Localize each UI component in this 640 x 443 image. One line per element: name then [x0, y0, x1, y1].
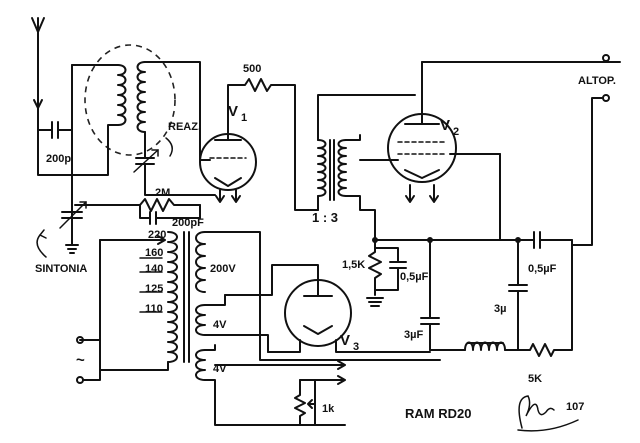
label-tap-125: 125: [145, 283, 163, 295]
label-v1-sub: 1: [241, 112, 247, 124]
filter-capacitor-3uf-right: [508, 239, 528, 351]
tuning-capacitor: [36, 194, 87, 258]
label-tap-160: 160: [145, 247, 163, 259]
label-200v: 200V: [210, 263, 236, 275]
filter-capacitor-3uf-left: [420, 239, 440, 351]
label-tap-220: 220: [148, 229, 166, 241]
hum-pot-1k: [294, 379, 316, 426]
label-title: RAM RD20: [405, 406, 471, 421]
signature: [517, 395, 579, 432]
label-1-5k: 1,5K: [342, 259, 365, 271]
power-transformer: [79, 231, 441, 426]
label-v2-sub: 2: [453, 126, 459, 138]
label-tap-140: 140: [145, 263, 163, 275]
filter-choke: [429, 341, 519, 351]
tube-v3: [224, 264, 431, 353]
label-5k: 5K: [528, 373, 542, 385]
label-sintonia: SINTONIA: [35, 263, 87, 275]
label-1k: 1k: [322, 403, 335, 415]
label-altop: ALTOP.: [578, 75, 616, 87]
interstage-transformer-1-3: [317, 94, 416, 241]
antenna-capacitor-200p: [37, 109, 76, 176]
grid-coil: [136, 61, 201, 133]
resistor-5k: [517, 239, 573, 357]
label-v3: V: [340, 332, 350, 349]
tube-v1: [199, 94, 257, 203]
label-05uf-b: 0,5µF: [528, 263, 557, 275]
label-3uf: 3µF: [404, 329, 423, 341]
label-reaz: REAZ.: [168, 121, 201, 133]
antenna-symbol: [31, 17, 45, 111]
label-v3-sub: 3: [353, 341, 359, 353]
label-ratio: 1 : 3: [312, 210, 338, 225]
label-500: 500: [243, 63, 261, 75]
antenna-coil: [74, 64, 127, 176]
label-2m: 2M: [155, 187, 170, 199]
label-ac: ~: [76, 352, 85, 369]
speaker-terminals: [421, 54, 610, 246]
grid-leak-resistor-2m: [74, 198, 201, 212]
label-v1: V: [228, 103, 238, 120]
mains-input: [76, 336, 101, 384]
grid-capacitor-200pf: [139, 204, 201, 225]
label-v2: V: [440, 117, 450, 134]
cathode-resistor-1-5k: [368, 239, 382, 296]
plate-resistor-500: [227, 78, 319, 211]
shield-dashed-outline: [84, 44, 176, 156]
label-tap-110: 110: [145, 303, 163, 315]
label-3u: 3µ: [494, 303, 506, 315]
label-4v-a: 4V: [213, 319, 227, 331]
label-signature-number: 107: [566, 401, 584, 413]
label-4v-b: 4V: [213, 363, 227, 375]
label-200pf: 200pF: [172, 217, 204, 229]
output-capacitor-05uf: [517, 231, 573, 249]
label-200p: 200p: [46, 153, 71, 165]
reaction-capacitor: [133, 131, 173, 181]
cathode-capacitor-05uf: [366, 247, 407, 307]
label-05uf-a: 0,5µF: [400, 271, 429, 283]
